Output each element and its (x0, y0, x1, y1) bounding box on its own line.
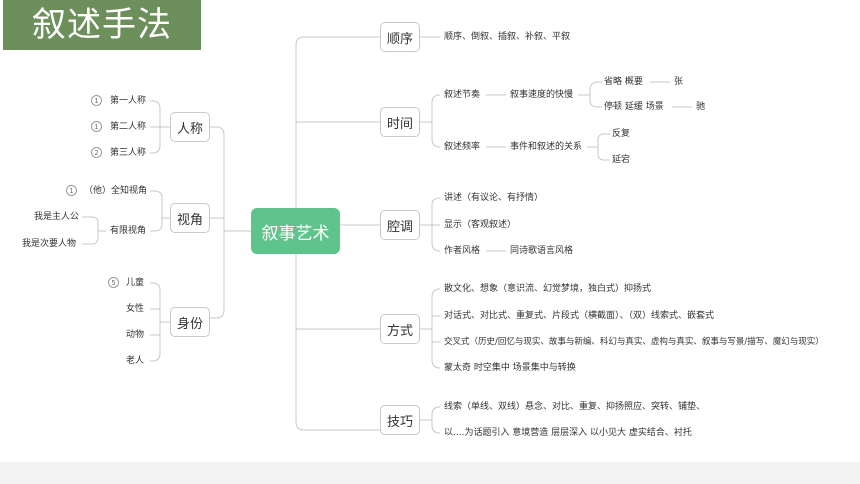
bottom-strip (0, 462, 860, 484)
youxian-sub: 我是次要人物 (22, 239, 77, 249)
qiangdiao-item: 讲述（有议论、有抒情） (444, 193, 544, 203)
shijian-jiezou: 叙述节奏 (444, 90, 481, 100)
shijian-pinlv: 叙述频率 (444, 142, 481, 152)
shenfen-item: 动物 (126, 330, 145, 340)
topic-shijiao[interactable]: 视角 (170, 203, 210, 233)
fangshi-item: 交叉式（历史/回忆与现实、故事与新编、科幻与真实、虚构与真实、叙事与写景/描写、… (444, 337, 824, 347)
number-badge: 5 (108, 277, 119, 288)
pinlv-item: 延宕 (612, 155, 631, 165)
rencheng-item: 第三人称 (110, 148, 147, 158)
topic-qiangdiao[interactable]: 腔调 (380, 210, 420, 240)
shijian-jiezou-sub: 叙事速度的快慢 (510, 90, 574, 100)
shenfen-item: 女性 (126, 304, 145, 314)
topic-shijian[interactable]: 时间 (380, 107, 420, 137)
jiezou-row1-a: 省略 概要 (604, 77, 643, 87)
number-badge: 1 (91, 95, 102, 106)
center-node[interactable]: 叙事艺术 (251, 208, 340, 254)
number-badge: 1 (66, 185, 77, 196)
number-badge: 1 (91, 121, 102, 132)
jiezou-row2-b: 驰 (696, 102, 706, 112)
page-title: 叙述手法 (32, 5, 172, 45)
fangshi-item: 散文化、想象（意识流、幻觉梦境，独白式）抑扬式 (444, 284, 652, 294)
shijian-pinlv-sub: 事件和叙述的关系 (510, 142, 583, 152)
shijiao-quanzhi: （他）全知视角 (84, 186, 148, 196)
shunxu-item: 顺序、倒叙、插叙、补叙、平叙 (444, 32, 571, 42)
shijiao-youxian: 有限视角 (110, 226, 147, 236)
jiezou-row2-a: 停顿 延缓 场景 (604, 102, 664, 112)
qiangdiao-fengge: 作者风格 (444, 246, 481, 256)
qiangdiao-fengge-sub: 同诗歌语言风格 (510, 246, 574, 256)
youxian-sub: 我是主人公 (34, 212, 80, 222)
pinlv-item: 反复 (612, 129, 631, 139)
topic-shenfen[interactable]: 身份 (170, 307, 210, 337)
shenfen-item: 儿童 (126, 278, 145, 288)
jiqiao-item: 线索（单线、双线）悬念、对比、重复、抑扬照应、突转、铺垫、 (444, 402, 706, 412)
jiqiao-item: 以....为话题引入 意境营造 层层深入 以小见大 虚实结合、衬托 (444, 428, 692, 438)
number-badge: 2 (91, 147, 102, 158)
topic-jiqiao[interactable]: 技巧 (380, 405, 420, 435)
shenfen-item: 老人 (126, 356, 145, 366)
rencheng-item: 第二人称 (110, 122, 147, 132)
qiangdiao-item: 显示（客观叙述） (444, 220, 517, 230)
topic-rencheng[interactable]: 人称 (170, 112, 210, 142)
topic-fangshi[interactable]: 方式 (380, 314, 420, 344)
topic-shunxu[interactable]: 顺序 (380, 22, 420, 52)
jiezou-row1-b: 张 (674, 77, 684, 87)
rencheng-item: 第一人称 (110, 96, 147, 106)
fangshi-item: 对话式、对比式、重复式、片段式（横截面）、（双）线索式、嵌套式 (444, 311, 715, 321)
fangshi-item: 蒙太奇 时空集中 场景集中与转换 (444, 363, 576, 373)
title-banner: 叙述手法 (3, 0, 201, 50)
